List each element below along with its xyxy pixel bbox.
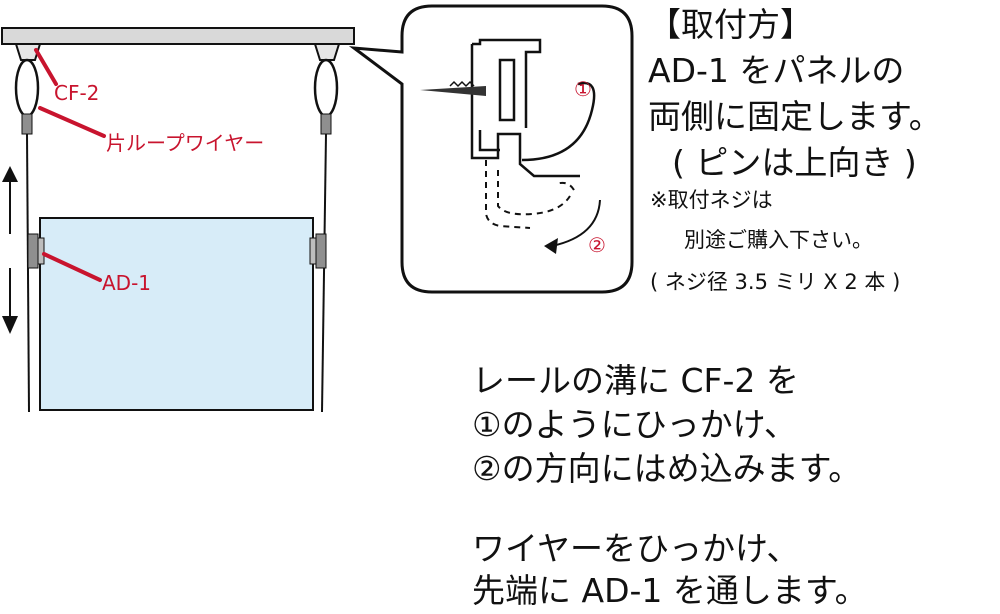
adjust-arrow-icon: [2, 166, 18, 334]
label-cf2: CF-2: [54, 81, 99, 105]
panel: [39, 217, 314, 411]
ceiling-rail: [1, 27, 355, 45]
rail-detail: [470, 38, 596, 178]
heading: 【取付方】: [648, 5, 813, 44]
label-ad1: AD-1: [102, 271, 151, 295]
step-a-line2: ①のようにひっかけ、: [472, 405, 797, 444]
pin-icon: [420, 80, 486, 96]
step1-marker: ①: [574, 77, 592, 101]
step-b-line1: ワイヤーをひっかけ、: [472, 529, 800, 568]
ad1-clips: [27, 233, 327, 269]
right-hanger: [313, 43, 341, 413]
left-hanger: [14, 43, 42, 413]
instruction-line3: ( ピンは上向き ): [672, 143, 917, 182]
dashed-position: [485, 160, 575, 229]
instruction-line1: AD-1 をパネルの: [648, 51, 905, 90]
note-line3: ( ネジ径 3.5 ミリ X 2 本 ): [650, 270, 901, 294]
step-a-line1: レールの溝に CF-2 を: [472, 361, 799, 400]
instruction-line2: 両側に固定します。: [648, 97, 942, 136]
note-line1: ※取付ネジは: [650, 188, 773, 212]
rotate-arrow-icon: [544, 199, 601, 254]
note-line2: 別途ご購入下さい。: [684, 228, 873, 252]
step-a-line3: ②の方向にはめ込みます。: [472, 449, 862, 488]
step2-marker: ②: [588, 233, 606, 257]
leader-lines: [34, 48, 106, 282]
label-wire: 片ループワイヤー: [106, 131, 264, 155]
step-b-line2: 先端に AD-1 を通します。: [472, 571, 868, 610]
